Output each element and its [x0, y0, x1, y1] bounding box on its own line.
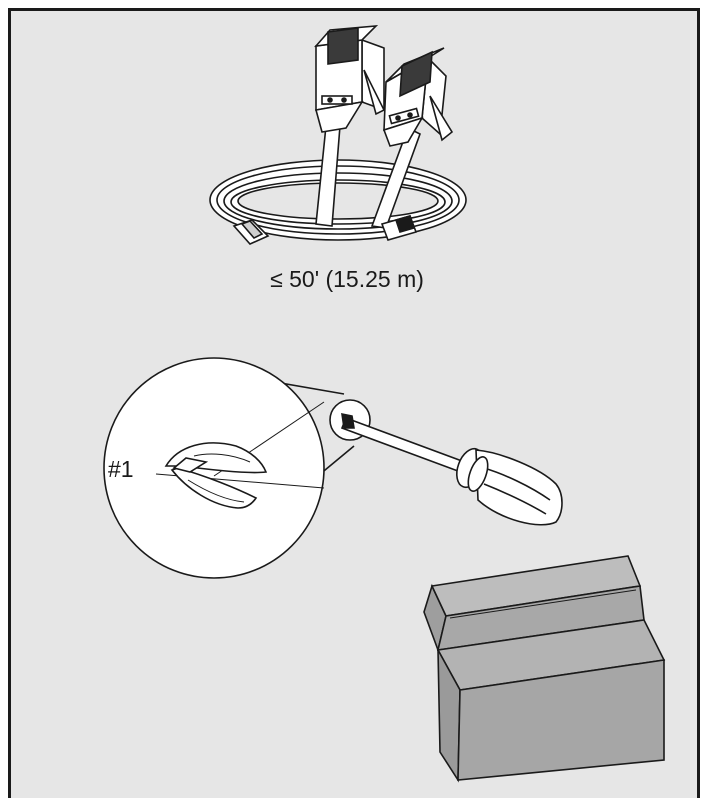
bit-size-label: #1: [108, 456, 134, 482]
phillips-bit-icon: [164, 442, 268, 509]
rj-plug-left: [314, 25, 386, 133]
screwdriver-handle: [456, 447, 563, 526]
small-connector-left: [232, 219, 270, 245]
small-connector-right: [380, 215, 418, 241]
toolbox: [423, 555, 666, 783]
screwdriver-shaft: [340, 412, 472, 476]
rj-plug-right: [382, 47, 454, 147]
cable-length-label: ≤ 50' (15.25 m): [270, 266, 424, 292]
